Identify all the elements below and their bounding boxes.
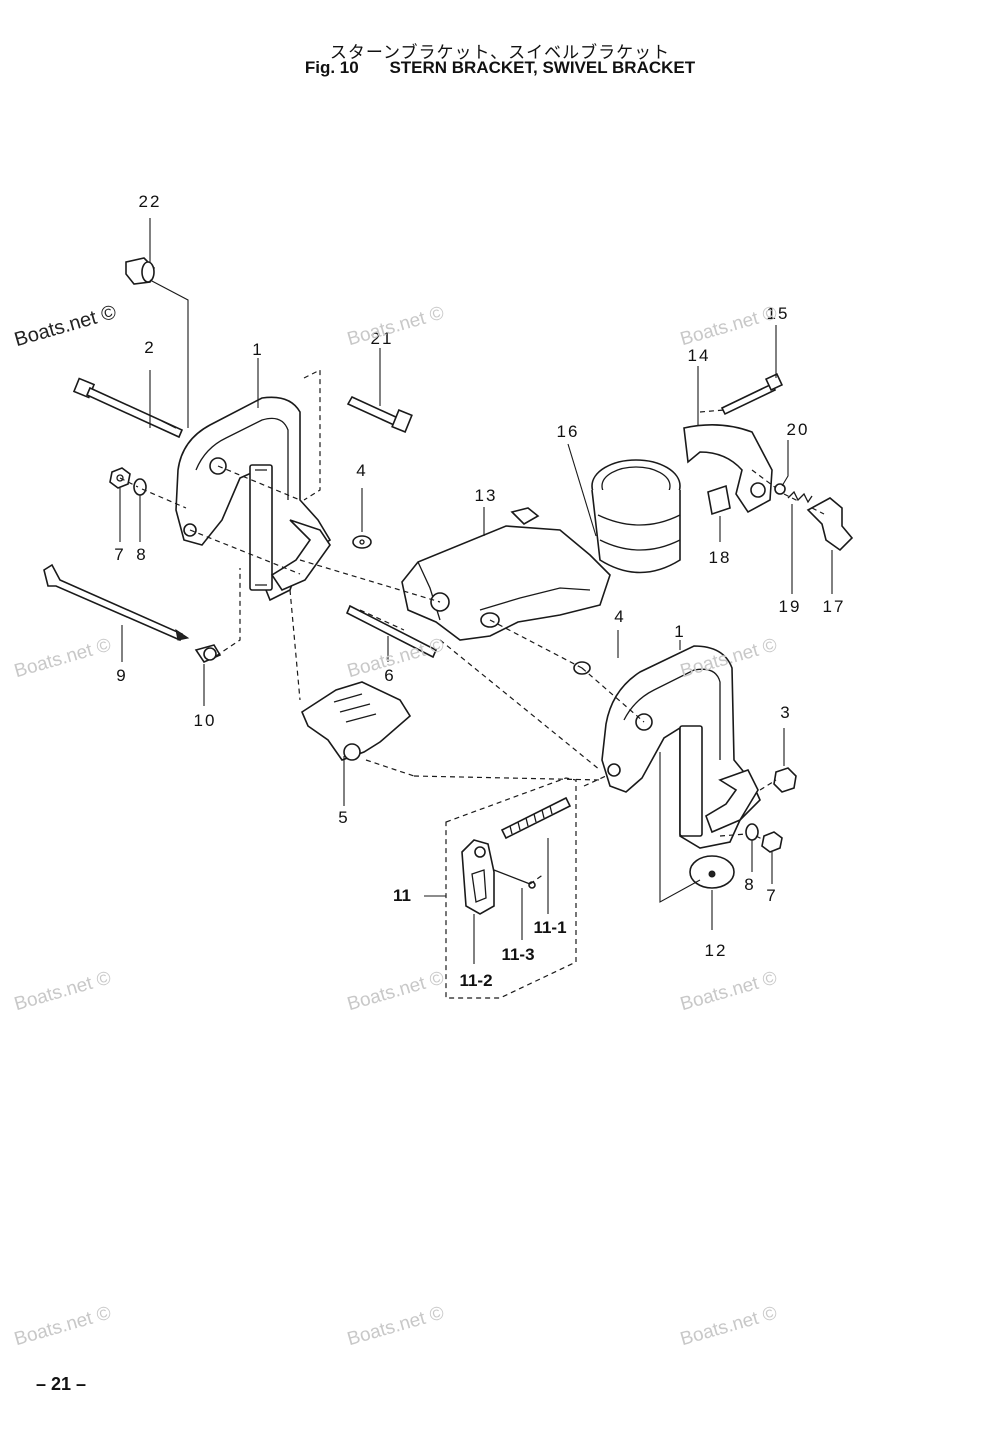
part-19-spring[interactable]	[787, 490, 813, 504]
part-16-bushing[interactable]	[591, 459, 681, 574]
callout-22: 22	[138, 192, 162, 211]
figure-number: Fig. 10	[304, 58, 359, 77]
callout-21: 21	[370, 329, 394, 348]
callout-11-2: 11-2	[459, 971, 493, 990]
part-11-1-spring[interactable]	[500, 796, 572, 840]
part-11-3-pin[interactable]	[493, 869, 536, 889]
callout-13: 13	[474, 486, 498, 505]
part-8-washer-right[interactable]	[745, 823, 759, 841]
callout-11: 11	[393, 886, 411, 905]
part-7-nut-right[interactable]	[761, 831, 783, 853]
figure-title-english: STERN BRACKET, SWIVEL BRACKET	[389, 58, 696, 77]
callout-14: 14	[687, 346, 711, 365]
callout-4-upper: 4	[356, 461, 368, 480]
part-20-ring[interactable]	[774, 483, 786, 495]
callout-5: 5	[338, 808, 350, 827]
part-2-bolt[interactable]	[72, 377, 184, 439]
part-12-cap[interactable]	[689, 855, 735, 889]
callout-11-1: 11-1	[533, 918, 567, 937]
callout-19: 19	[778, 597, 802, 616]
callout-16: 16	[556, 422, 580, 441]
part-22-plug[interactable]	[125, 257, 155, 285]
callout-15: 15	[766, 304, 790, 323]
callout-1-right: 1	[674, 622, 686, 641]
callout-1-left: 1	[252, 340, 264, 359]
part-17-knob[interactable]	[806, 497, 854, 552]
callout-17: 17	[822, 597, 846, 616]
part-5-tilt-lever[interactable]	[300, 681, 412, 761]
callout-7-right: 7	[766, 886, 778, 905]
part-9-tilt-rod[interactable]	[43, 563, 190, 642]
callout-11-3: 11-3	[501, 945, 535, 964]
part-11-2-lock-lever[interactable]	[461, 839, 495, 915]
part-13-swivel-bracket[interactable]	[401, 507, 611, 641]
callout-8-left: 8	[136, 545, 148, 564]
callout-3: 3	[780, 703, 792, 722]
alignment-lines	[119, 369, 825, 885]
part-6-tilt-tube[interactable]	[345, 604, 438, 659]
callout-10: 10	[193, 711, 217, 730]
callout-20: 20	[786, 420, 810, 439]
callout-2: 2	[144, 338, 156, 357]
callout-7-left: 7	[114, 545, 126, 564]
callout-18: 18	[708, 548, 732, 567]
part-18-plate[interactable]	[707, 484, 731, 516]
figure-title: Fig. 10 STERN BRACKET, SWIVEL BRACKET	[0, 58, 1000, 78]
part-10-screw[interactable]	[194, 644, 222, 664]
callout-9: 9	[116, 666, 128, 685]
part-15-bolt[interactable]	[720, 372, 784, 416]
part-14-clamp[interactable]	[683, 424, 773, 514]
part-8-washer-left[interactable]	[133, 478, 147, 496]
callout-6: 6	[384, 666, 396, 685]
callout-12: 12	[704, 941, 728, 960]
callout-4-lower: 4	[614, 607, 626, 626]
part-21-bolt[interactable]	[346, 395, 413, 434]
part-1-stern-bracket-right[interactable]	[601, 645, 761, 849]
part-3-nut[interactable]	[773, 767, 797, 793]
leader-lines	[119, 218, 833, 964]
part-4-washer-upper[interactable]	[352, 535, 372, 549]
part-1-stern-bracket-left[interactable]	[175, 396, 332, 602]
page-number: – 21 –	[36, 1374, 87, 1394]
callout-8-right: 8	[744, 875, 756, 894]
figure-title-japanese: スターンブラケット、スイベルブラケット	[329, 43, 671, 63]
part-11-lock-assembly[interactable]	[445, 777, 577, 999]
